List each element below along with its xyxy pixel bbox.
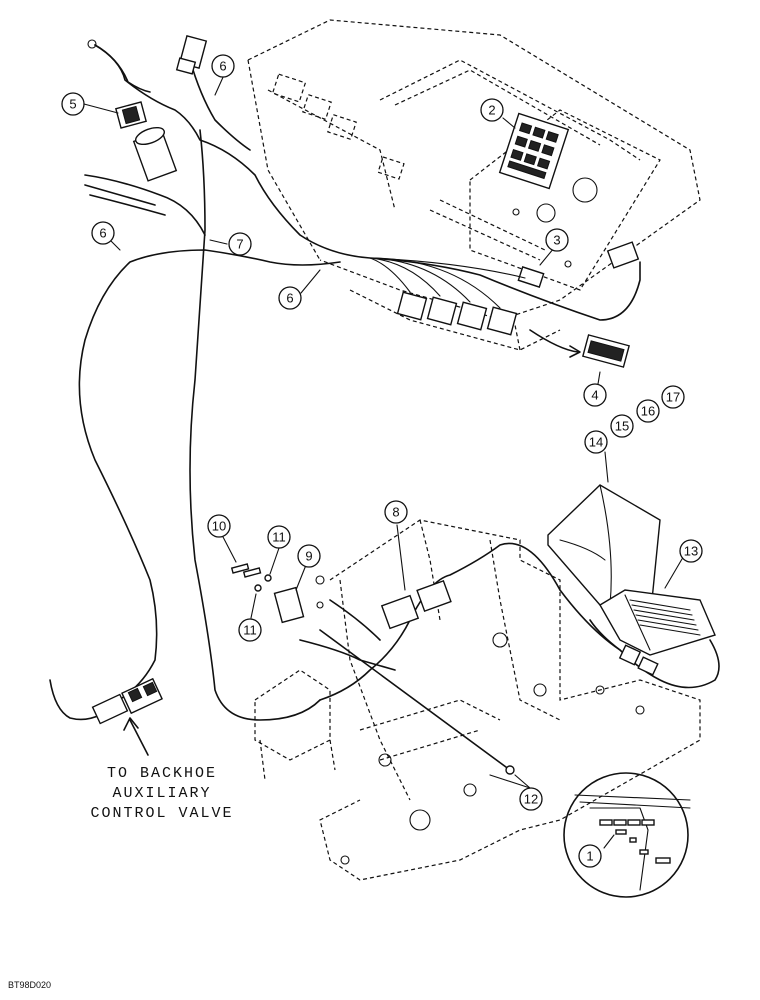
callout-6-top: 6 bbox=[211, 54, 235, 78]
callout-13: 13 bbox=[679, 539, 703, 563]
svg-text:17: 17 bbox=[666, 390, 680, 405]
callout-9: 9 bbox=[297, 544, 321, 568]
svg-text:2: 2 bbox=[488, 103, 495, 118]
dashboard-panel bbox=[247, 19, 701, 351]
switch-parts bbox=[230, 542, 621, 775]
callout-17: 17 bbox=[661, 385, 685, 409]
svg-text:3: 3 bbox=[553, 233, 560, 248]
svg-text:7: 7 bbox=[236, 237, 243, 252]
callout-16: 16 bbox=[636, 399, 660, 423]
callout-1: 1 bbox=[578, 844, 602, 868]
caption-line-3: CONTROL VALVE bbox=[90, 805, 233, 822]
callout-8: 8 bbox=[384, 500, 408, 524]
svg-text:12: 12 bbox=[524, 792, 538, 807]
wire-harness bbox=[49, 44, 641, 721]
backhoe-caption: TO BACKHOE AUXILIARY CONTROL VALVE bbox=[90, 765, 233, 822]
svg-text:6: 6 bbox=[99, 226, 106, 241]
svg-text:16: 16 bbox=[641, 404, 655, 419]
callout-15: 15 bbox=[610, 414, 634, 438]
pedal-grip bbox=[629, 599, 701, 636]
callout-6-left: 6 bbox=[91, 221, 115, 245]
svg-text:9: 9 bbox=[305, 549, 312, 564]
svg-text:10: 10 bbox=[212, 519, 226, 534]
callout-14: 14 bbox=[584, 430, 608, 454]
callout-10: 10 bbox=[207, 514, 231, 538]
svg-text:6: 6 bbox=[219, 59, 226, 74]
leader-lines bbox=[83, 74, 683, 849]
callout-6-middle: 6 bbox=[278, 286, 302, 310]
callout-7: 7 bbox=[228, 232, 252, 256]
panel-connectors bbox=[396, 291, 518, 336]
callout-4: 4 bbox=[583, 383, 607, 407]
callout-3: 3 bbox=[545, 228, 569, 252]
svg-text:1: 1 bbox=[586, 849, 593, 864]
svg-text:5: 5 bbox=[69, 97, 76, 112]
frame-assembly bbox=[254, 519, 701, 881]
callout-2: 2 bbox=[480, 98, 504, 122]
detail-inset bbox=[563, 772, 691, 898]
svg-text:13: 13 bbox=[684, 544, 698, 559]
callout-11-top: 11 bbox=[267, 525, 291, 549]
figure-code: BT98D020 bbox=[8, 980, 51, 990]
callout-11-bottom: 11 bbox=[238, 618, 262, 642]
callout-5: 5 bbox=[61, 92, 85, 116]
backhoe-connector bbox=[91, 677, 163, 725]
caption-line-1: TO BACKHOE bbox=[107, 765, 217, 782]
svg-text:14: 14 bbox=[589, 435, 603, 450]
decal bbox=[529, 329, 630, 368]
svg-text:4: 4 bbox=[591, 388, 598, 403]
caption-line-2: AUXILIARY bbox=[112, 785, 211, 802]
svg-text:8: 8 bbox=[392, 505, 399, 520]
svg-text:11: 11 bbox=[272, 530, 286, 545]
top-connectors bbox=[87, 35, 208, 182]
svg-text:15: 15 bbox=[615, 419, 629, 434]
callout-12: 12 bbox=[519, 787, 543, 811]
svg-text:11: 11 bbox=[243, 623, 257, 638]
svg-text:6: 6 bbox=[286, 291, 293, 306]
pedal-assembly bbox=[547, 484, 720, 689]
